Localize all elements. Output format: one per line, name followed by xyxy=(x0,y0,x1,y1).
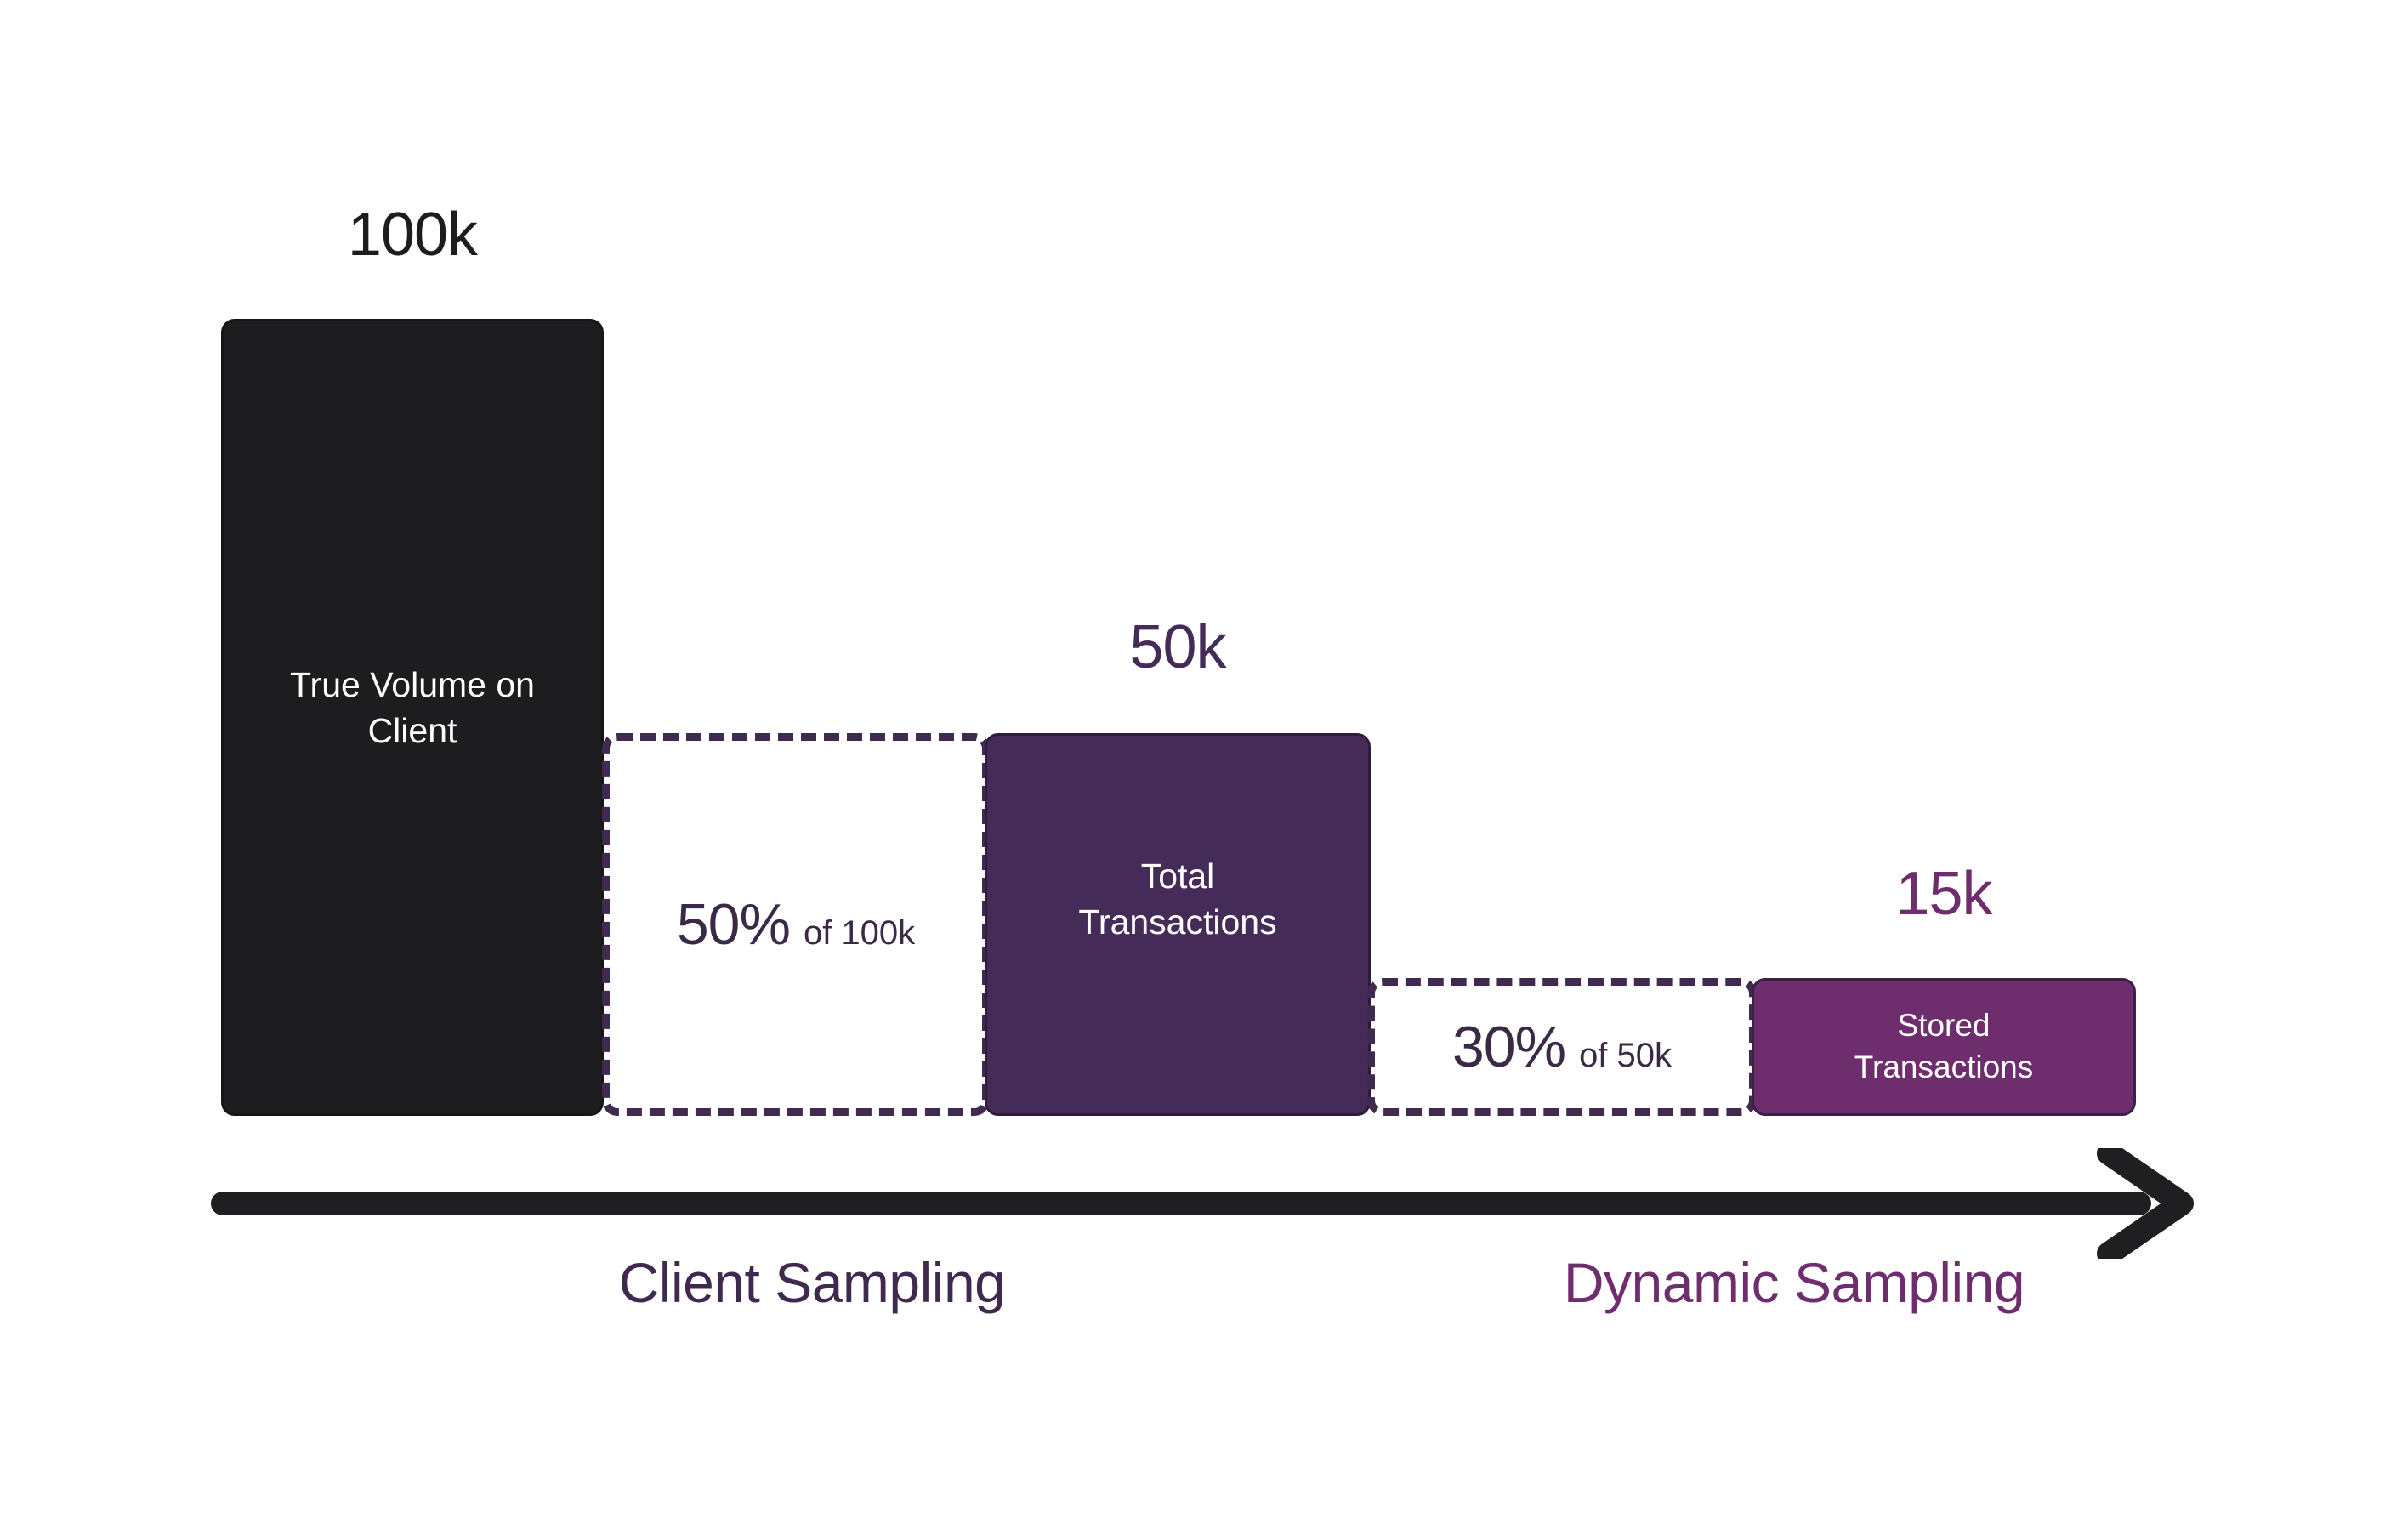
bar-total-transactions: Total Transactions xyxy=(985,733,1371,1116)
dynamic-sampling-basis: of 50k xyxy=(1579,1037,1673,1074)
client-sampling-basis: of 100k xyxy=(803,914,916,952)
bar-true-volume: True Volume on Client xyxy=(221,319,604,1116)
bar-stored-transactions-label-line1: Stored xyxy=(1897,1008,1991,1044)
bar-true-volume-label-line2: Client xyxy=(367,711,457,751)
bar-total-transactions-label: Total Transactions xyxy=(1078,853,1276,945)
stage-label-dynamic-sampling: Dynamic Sampling xyxy=(1563,1251,2025,1314)
bar-stored-transactions: Stored Transactions xyxy=(1752,978,2136,1116)
dynamic-sampling-ratio: 30% of 50k xyxy=(1452,1014,1672,1080)
value-label-15k: 15k xyxy=(1895,860,1992,928)
dynamic-sampling-percent: 30% xyxy=(1451,1015,1566,1079)
value-label-50k: 50k xyxy=(1129,613,1226,681)
stage-label-client-sampling: Client Sampling xyxy=(618,1251,1006,1314)
bar-true-volume-label: True Volume on Client xyxy=(290,662,535,754)
bar-stored-transactions-label-line2: Transactions xyxy=(1854,1050,2034,1084)
bar-stored-transactions-label: Stored Transactions xyxy=(1854,1005,2033,1089)
client-sampling-percent: 50% xyxy=(676,892,791,957)
bar-true-volume-label-line1: True Volume on xyxy=(290,665,535,704)
client-sampling-ratio: 50% of 100k xyxy=(677,891,915,958)
bar-total-transactions-label-line2: Transactions xyxy=(1078,902,1277,942)
value-label-100k: 100k xyxy=(347,201,478,269)
dynamic-sampling-box: 30% of 50k xyxy=(1367,978,1757,1116)
flow-arrow-icon xyxy=(211,1148,2194,1259)
bar-total-transactions-label-line1: Total xyxy=(1140,856,1215,896)
client-sampling-box: 50% of 100k xyxy=(602,733,990,1116)
